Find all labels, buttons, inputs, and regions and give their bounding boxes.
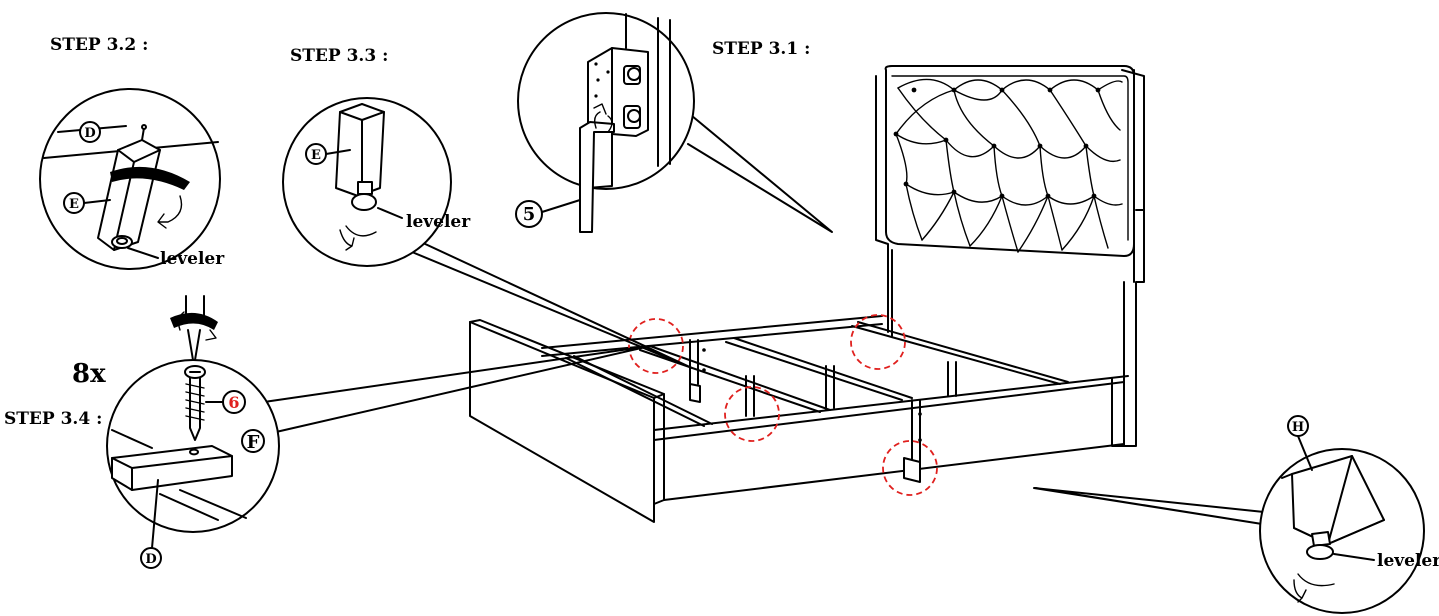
step-3-4-label: STEP 3.4 :: [4, 409, 102, 429]
part-h-badge: [1287, 415, 1309, 437]
rotate-arrow-icon: [157, 195, 183, 229]
right-side-rail: [653, 375, 1129, 431]
footboard: [469, 321, 655, 523]
bed-frame: [469, 65, 1145, 523]
part-e-badge: [305, 143, 327, 165]
step-3-3-callout: E leveler: [282, 97, 471, 267]
center-rail-bracket: [911, 399, 921, 465]
part-e-label: E: [69, 197, 79, 212]
slats: [565, 321, 1069, 427]
step-3-4-callout: 8x 6 F D: [72, 295, 280, 569]
part-6-label: 6: [228, 393, 239, 412]
rotate-arrow-icon: [1293, 573, 1335, 603]
leveler-label: leveler: [406, 212, 471, 232]
leg-e: [335, 103, 385, 197]
leveler-foot: [351, 193, 377, 211]
slat-board-d: [111, 445, 233, 491]
headboard-panel: [884, 65, 1135, 257]
part-f-label: F: [247, 432, 260, 453]
part-d-badge: [140, 547, 162, 569]
rotate-arrow-icon: [339, 225, 377, 251]
step-3-2-callout: D E leveler: [39, 88, 225, 270]
part-5-badge: [515, 200, 543, 228]
leveler-foot: [1306, 544, 1334, 560]
highlight-circles: [628, 314, 938, 496]
allen-key: [579, 121, 615, 233]
step-3-1-label: STEP 3.1 :: [712, 39, 810, 59]
part-d-badge: [79, 121, 101, 143]
step-3-3-label: STEP 3.3 :: [290, 46, 388, 66]
part-5-label: 5: [523, 204, 536, 225]
part-d-label: D: [84, 126, 95, 141]
highlight-circle-slat: [724, 386, 780, 442]
step-3-1-callout: 5: [515, 12, 695, 233]
rotation-band-icon: [170, 312, 218, 330]
leveler-label: leveler: [1377, 551, 1439, 571]
rotate-arrow-icon: [593, 103, 613, 133]
highlight-circle-center-leg: [882, 440, 938, 496]
part-e-label: E: [311, 148, 321, 163]
callout-leaders: [263, 105, 1265, 525]
highlight-circle-left-bracket: [628, 318, 684, 374]
part-e-badge: [63, 192, 85, 214]
headboard-left-post: [875, 75, 889, 333]
center-leg: [903, 457, 921, 483]
part-d-label: D: [145, 552, 156, 567]
part-6-badge: [222, 390, 246, 414]
step-3-2-label: STEP 3.2 :: [50, 35, 148, 55]
rotation-band-icon: [110, 166, 190, 190]
left-side-rail: [541, 315, 883, 349]
headboard-tufting: [895, 78, 1123, 253]
part-f-badge: [241, 429, 265, 453]
quantity-label: 8x: [72, 359, 106, 389]
highlight-circle-right-bracket: [850, 314, 906, 370]
leg-h-callout: H leveler: [1259, 415, 1439, 614]
tufting-buttons: [893, 87, 1101, 199]
part-h-label: H: [1292, 420, 1304, 435]
leveler-label: leveler: [160, 249, 225, 269]
